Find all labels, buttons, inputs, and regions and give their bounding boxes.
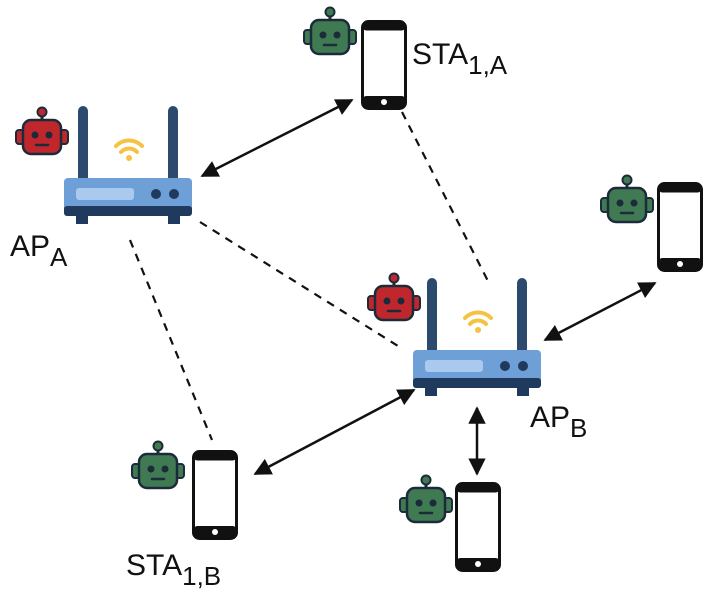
station-1b: STA1,B [126, 440, 238, 591]
smartphone-icon [657, 182, 703, 272]
arrow-apb-sta1b [253, 388, 416, 476]
robot-agent-icon [366, 272, 422, 322]
robot-agent-icon [130, 440, 186, 490]
robot-agent-icon [14, 106, 70, 156]
robot-agent-icon [599, 174, 655, 224]
sta-1b-label: STA1,B [126, 549, 221, 591]
robot-agent-icon [302, 6, 358, 56]
ap-b-label: APB [530, 401, 587, 443]
access-point-b: APB [366, 272, 587, 443]
smartphone-icon [455, 482, 501, 572]
arrow-apb-sta-right [543, 281, 657, 342]
smartphone-icon [361, 20, 407, 110]
station-bottom [398, 474, 501, 572]
wifi-router-icon [64, 106, 194, 226]
ap-a-label: APA [10, 230, 68, 272]
station-1a: STA1,A [302, 6, 508, 110]
station-right [599, 174, 703, 272]
interference-links [128, 111, 491, 441]
dashed-link-apa-sta1b [128, 239, 214, 441]
wifi-router-icon [413, 278, 543, 398]
access-point-a: APA [10, 106, 194, 272]
association-links [200, 98, 657, 476]
robot-agent-icon [398, 474, 454, 524]
arrow-apa-sta1a [200, 98, 354, 178]
smartphone-icon [192, 450, 238, 540]
dashed-link-apa-apb [199, 221, 399, 347]
sta-1a-label: STA1,A [412, 38, 508, 80]
dashed-link-sta1a-apb [401, 111, 491, 286]
